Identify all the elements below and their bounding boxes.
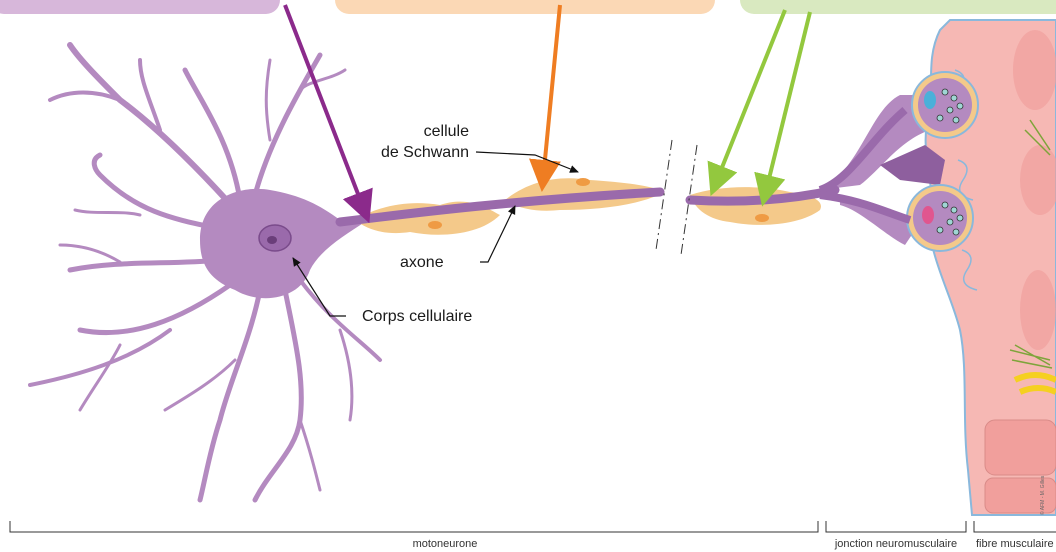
jonction-label: jonction neuromusculaire (834, 538, 957, 550)
fibre-label: fibre musculaire (976, 538, 1054, 550)
schwann-leader (476, 152, 578, 172)
credit-text: © AFM - M. Gilles (1039, 475, 1046, 515)
tab-green (740, 0, 1056, 14)
schwann-label-line1: cellule (424, 123, 469, 140)
schwann-label-line2: de Schwann (381, 144, 469, 161)
fibre-bracket (974, 521, 1056, 532)
motoneurone-label: motoneurone (413, 538, 478, 550)
corps-label: Corps cellulaire (362, 308, 472, 325)
orange-arrow (543, 5, 560, 180)
axone-label: axone (400, 254, 444, 271)
schwann-cells (355, 178, 821, 235)
tab-orange (335, 0, 715, 14)
tab-purple (0, 0, 280, 14)
jonction-bracket (826, 521, 966, 532)
motoneurone-bracket (10, 521, 818, 532)
purple-arrow (285, 5, 365, 212)
